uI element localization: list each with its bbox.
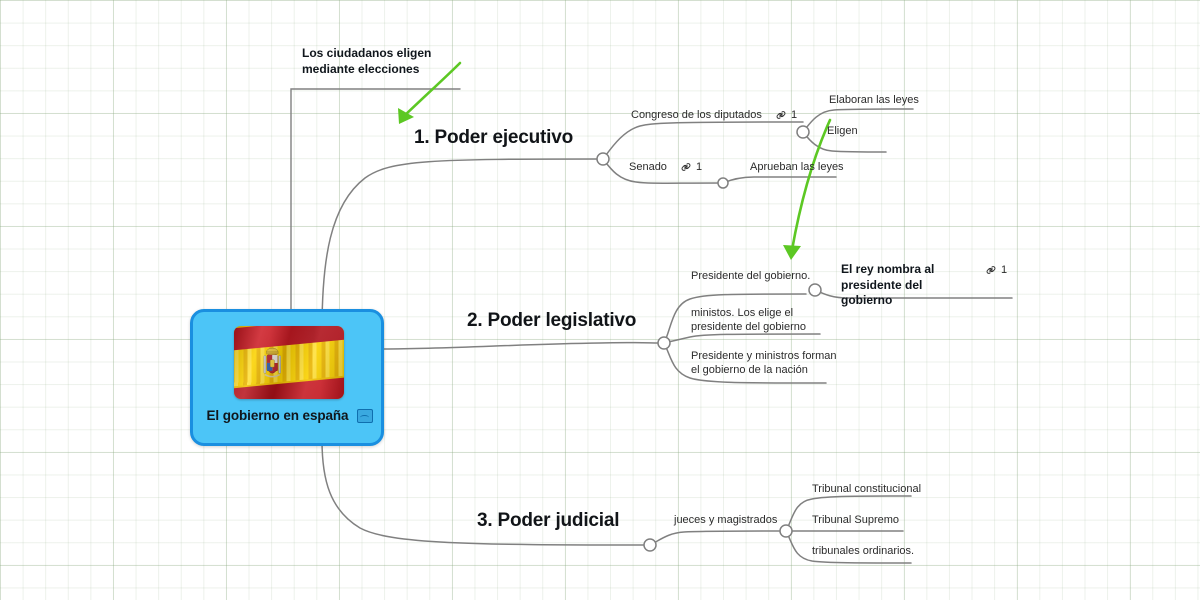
arrowhead-presidente: [783, 245, 801, 260]
branch-title-legislativo[interactable]: 2. Poder legislativo: [467, 310, 637, 331]
node-congreso-de-los-diputados[interactable]: Congreso de los diputados 1: [631, 109, 797, 121]
node-label: Congreso de los diputados: [631, 109, 762, 121]
spain-flag-image: [234, 326, 344, 399]
link-icon: [776, 111, 786, 119]
node-eligen[interactable]: Eligen: [827, 125, 858, 137]
attachment-group[interactable]: 1: [680, 161, 702, 173]
coat-of-arms-icon: [263, 347, 282, 378]
connector-node: [796, 125, 810, 139]
attachment-count: 1: [790, 109, 798, 122]
node-label: El rey nombra al presidente del gobierno: [841, 262, 935, 308]
connector-node: [717, 177, 729, 189]
arrowhead-ejecutivo: [398, 108, 414, 124]
central-node[interactable]: El gobierno en españa: [190, 309, 384, 446]
node-elaboran-las-leyes[interactable]: Elaboran las leyes: [829, 94, 919, 106]
node-label: Senado: [629, 161, 667, 173]
node-presidente-del-gobierno[interactable]: Presidente del gobierno.: [691, 270, 811, 282]
node-tribunal-constitucional[interactable]: Tribunal constitucional: [812, 483, 922, 495]
node-aprueban-las-leyes[interactable]: Aprueban las leyes: [750, 161, 844, 173]
attachment-count: 1: [696, 161, 703, 174]
attachment-group[interactable]: 1: [775, 109, 797, 121]
connector-node: [596, 152, 610, 166]
connector-node: [779, 524, 793, 538]
node-tribunales-ordinarios[interactable]: tribunales ordinarios.: [812, 545, 915, 557]
node-tribunal-supremo[interactable]: Tribunal Supremo: [812, 514, 900, 526]
branch-title-judicial[interactable]: 3. Poder judicial: [477, 510, 620, 531]
arrow-to-presidente: [790, 118, 832, 252]
node-presidente-y-ministros[interactable]: Presidente y ministros forman el gobiern…: [691, 350, 837, 377]
node-el-rey-nombra[interactable]: El rey nombra al presidente del gobierno…: [841, 262, 1041, 309]
node-jueces-y-magistrados[interactable]: jueces y magistrados: [674, 514, 778, 526]
callout-ciudadanos[interactable]: Los ciudadanos eligen mediante eleccione…: [302, 46, 432, 76]
attachment-group[interactable]: 1: [985, 264, 1007, 276]
link-icon: [986, 266, 996, 274]
connector-node: [643, 538, 657, 552]
node-senado[interactable]: Senado 1: [629, 161, 702, 173]
connector-node: [657, 336, 671, 350]
attachment-count: 1: [1001, 264, 1008, 276]
branch-title-ejecutivo[interactable]: 1. Poder ejecutivo: [414, 127, 574, 148]
connector-node: [808, 283, 822, 297]
image-icon[interactable]: [357, 408, 374, 423]
node-ministros[interactable]: ministos. Los elige el presidente del go…: [691, 307, 806, 334]
central-node-title: El gobierno en españa: [206, 408, 349, 423]
link-icon: [681, 163, 691, 171]
